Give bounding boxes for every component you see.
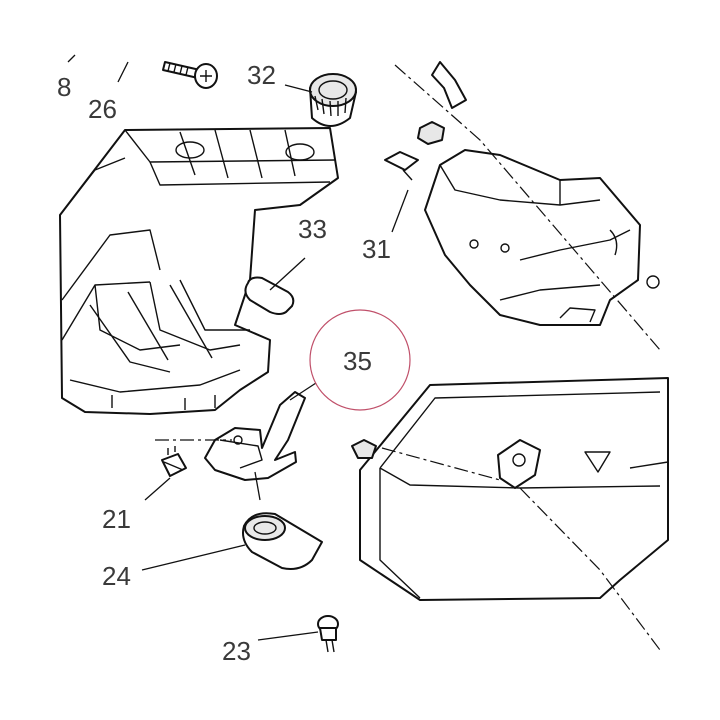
screw-part-23	[317, 615, 339, 653]
housing-frame	[59, 127, 339, 415]
callout-23: 23	[222, 636, 251, 666]
callout-32: 32	[247, 60, 276, 90]
callout-24: 24	[102, 561, 131, 591]
bracket-part-35	[204, 391, 306, 481]
assembly-centerlines	[155, 64, 661, 651]
knob-part-24	[242, 512, 323, 570]
leader-lines	[67, 54, 409, 641]
highlight-ring-35	[309, 309, 411, 411]
pad-part-33	[244, 276, 295, 315]
callout-8: 8	[57, 72, 71, 102]
callout-35: 35	[343, 346, 372, 376]
bolt-part-21	[161, 446, 187, 477]
motor-housing	[417, 61, 660, 326]
callout-21: 21	[102, 504, 131, 534]
callout-31: 31	[362, 234, 391, 264]
clip-part-31	[384, 151, 419, 181]
callout-26: 26	[88, 94, 117, 124]
screw-part-26	[162, 61, 218, 89]
callout-33: 33	[298, 214, 327, 244]
knob-part-32	[309, 73, 357, 127]
tank-body	[351, 377, 669, 601]
